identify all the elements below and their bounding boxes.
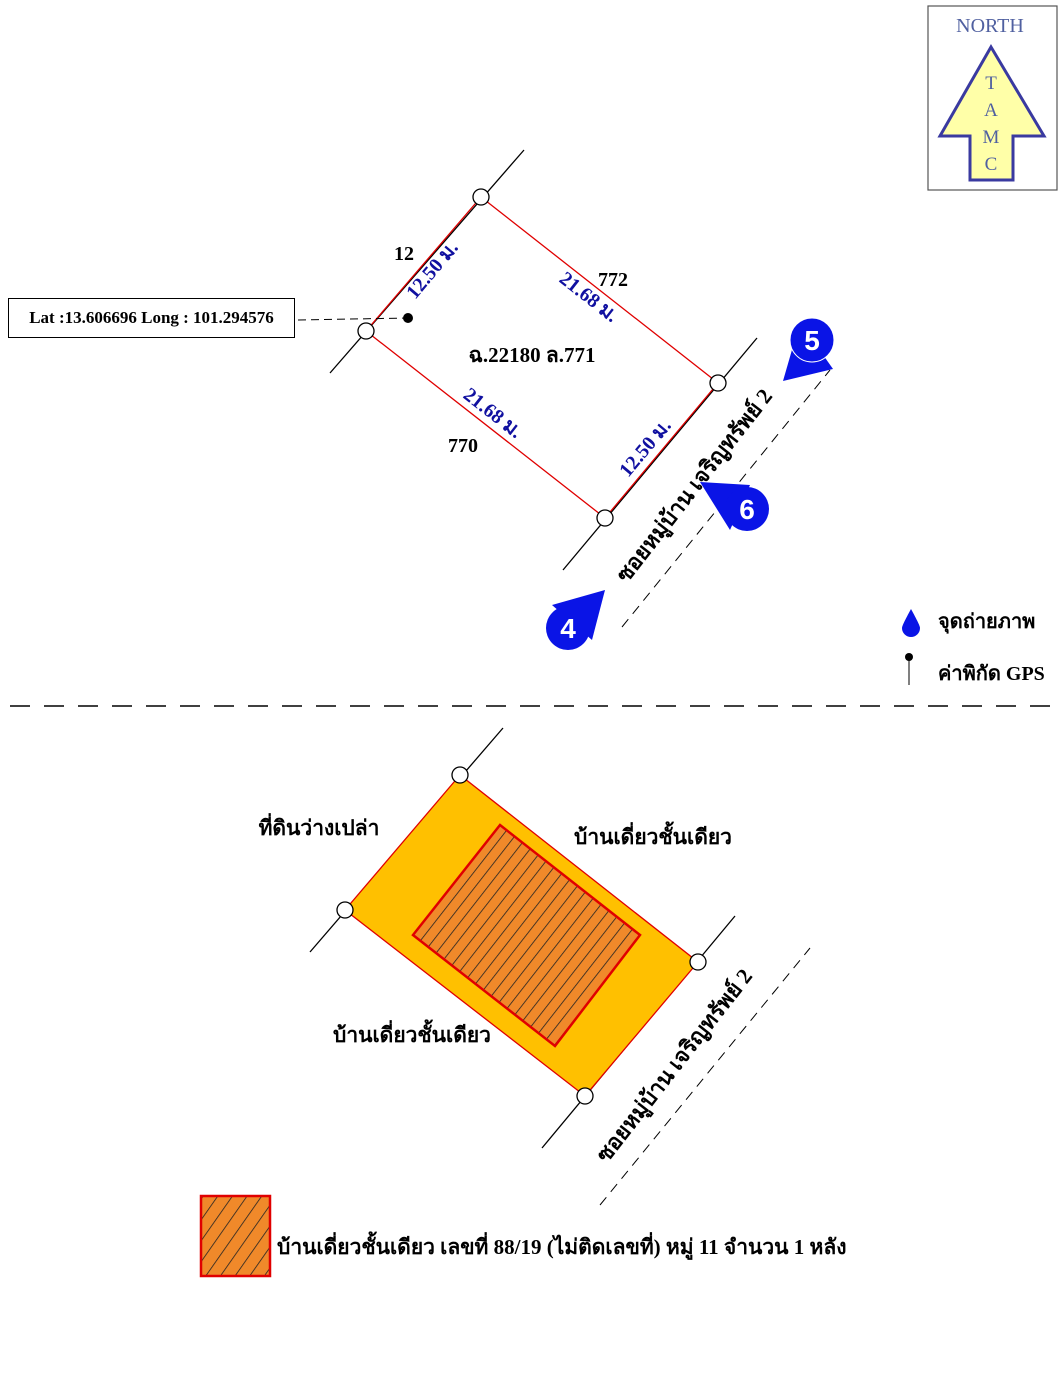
site-map: ที่ดินว่างเปล่า บ้านเดี่ยวชั้นเดียว บ้าน…: [259, 727, 811, 1206]
neighbor-label: 12: [394, 243, 414, 265]
neighbor-label: บ้านเดี่ยวชั้นเดียว: [333, 1019, 491, 1047]
neighbor-label: บ้านเดี่ยวชั้นเดียว: [574, 821, 732, 849]
photo-marker-5: 5: [783, 317, 835, 381]
north-letter: T: [985, 73, 997, 94]
svg-text:6: 6: [739, 494, 755, 525]
legend-photo-label: จุดถ่ายภาพ: [938, 611, 1035, 634]
road-edge: [621, 369, 831, 628]
svg-text:5: 5: [804, 325, 820, 356]
north-arrow: NORTH T A M C: [927, 5, 1058, 191]
north-letter: A: [984, 100, 998, 121]
photo-marker-4: 4: [546, 590, 605, 650]
north-label: NORTH: [956, 15, 1024, 37]
legend-photo: จุดถ่ายภาพ: [902, 609, 1035, 637]
north-letter: M: [983, 127, 1000, 148]
gps-coordinate-box: Lat :13.606696 Long : 101.294576: [8, 298, 295, 338]
deed-label: ฉ.22180 ล.771: [469, 343, 596, 367]
gps-point: [403, 313, 413, 323]
neighbor-label: 770: [448, 435, 478, 457]
neighbor-label: 772: [598, 269, 628, 291]
building-footprint: [411, 823, 642, 1048]
legend-gps: ค่าพิกัด GPS: [905, 653, 1045, 685]
road-label: ซอยหมู่บ้าน เจริญทรัพย์ 2: [611, 384, 779, 588]
photo-marker-6: 6: [700, 482, 769, 531]
north-letter: C: [985, 154, 998, 175]
gps-coordinate-label: Lat :13.606696 Long : 101.294576: [29, 308, 274, 327]
neighbor-label: ที่ดินว่างเปล่า: [259, 812, 380, 840]
plot-map: ฉ.22180 ล.771 12 772 770 12.50 ม. 21.68 …: [297, 149, 835, 650]
legend-gps-label: ค่าพิกัด GPS: [938, 663, 1045, 685]
boundary-pins: [357, 188, 727, 527]
svg-text:4: 4: [560, 613, 576, 644]
legend-building-label: บ้านเดี่ยวชั้นเดียว เลขที่ 88/19 (ไม่ติด…: [277, 1231, 847, 1261]
legend-building: บ้านเดี่ยวชั้นเดียว เลขที่ 88/19 (ไม่ติด…: [199, 1194, 847, 1278]
